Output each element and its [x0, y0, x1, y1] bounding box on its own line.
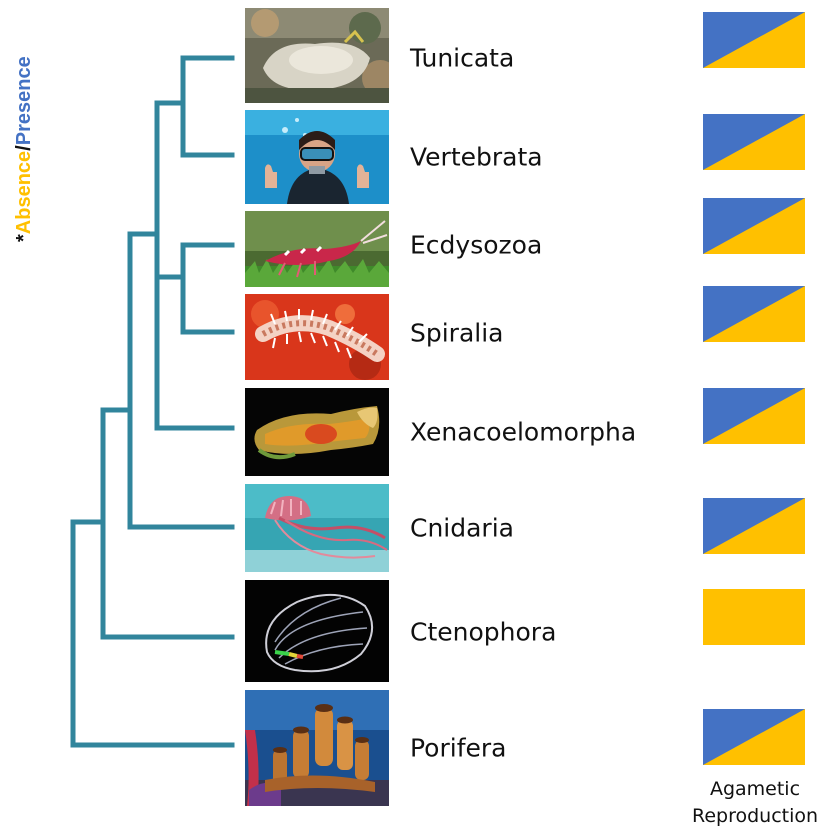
photo-porifera — [245, 690, 389, 806]
xenoturbella-photo — [245, 388, 389, 476]
trait-swatch-xenacoelomorpha — [703, 388, 805, 444]
trait-swatch-ctenophora — [703, 589, 805, 645]
trait-porifera — [703, 709, 805, 765]
trait-tunicata — [703, 12, 805, 68]
photo-spiralia — [245, 294, 389, 380]
trait-ecdysozoa — [703, 198, 805, 254]
taxon-label-xenacoelomorpha: Xenacoelomorpha — [410, 418, 636, 447]
shrimp-photo — [245, 211, 389, 287]
trait-cnidaria — [703, 498, 805, 554]
taxon-label-spiralia: Spiralia — [410, 319, 504, 348]
trait-swatch-vertebrata — [703, 114, 805, 170]
trait-column-label: Agametic Reproduction — [665, 776, 827, 830]
jellyfish-photo — [245, 484, 389, 572]
trait-swatch-ecdysozoa — [703, 198, 805, 254]
taxon-label-ecdysozoa: Ecdysozoa — [410, 231, 542, 260]
trait-xenacoelomorpha — [703, 388, 805, 444]
photo-xenacoelomorpha — [245, 388, 389, 476]
taxon-label-cnidaria: Cnidaria — [410, 514, 514, 543]
trait-swatch-spiralia — [703, 286, 805, 342]
sponge-photo — [245, 690, 389, 806]
trait-vertebrata — [703, 114, 805, 170]
trait-spiralia — [703, 286, 805, 342]
photo-vertebrata — [245, 110, 389, 204]
photo-ecdysozoa — [245, 211, 389, 287]
taxon-label-tunicata: Tunicata — [410, 44, 514, 73]
photo-ctenophora — [245, 580, 389, 682]
trait-swatch-cnidaria — [703, 498, 805, 554]
comb-jelly-photo — [245, 580, 389, 682]
trait-absence-area — [703, 589, 805, 645]
trait-label-line1: Agametic — [665, 776, 827, 803]
photo-tunicata — [245, 8, 389, 103]
bristle-worm-photo — [245, 294, 389, 380]
trait-swatch-tunicata — [703, 12, 805, 68]
trait-label-line2: Reproduction — [665, 803, 827, 830]
trait-swatch-porifera — [703, 709, 805, 765]
taxon-label-vertebrata: Vertebrata — [410, 143, 543, 172]
scuba-diver-photo — [245, 110, 389, 204]
taxon-label-porifera: Porifera — [410, 734, 506, 763]
sea-squirt-photo — [245, 8, 389, 103]
photo-cnidaria — [245, 484, 389, 572]
trait-ctenophora — [703, 589, 805, 645]
taxon-label-ctenophora: Ctenophora — [410, 618, 556, 647]
